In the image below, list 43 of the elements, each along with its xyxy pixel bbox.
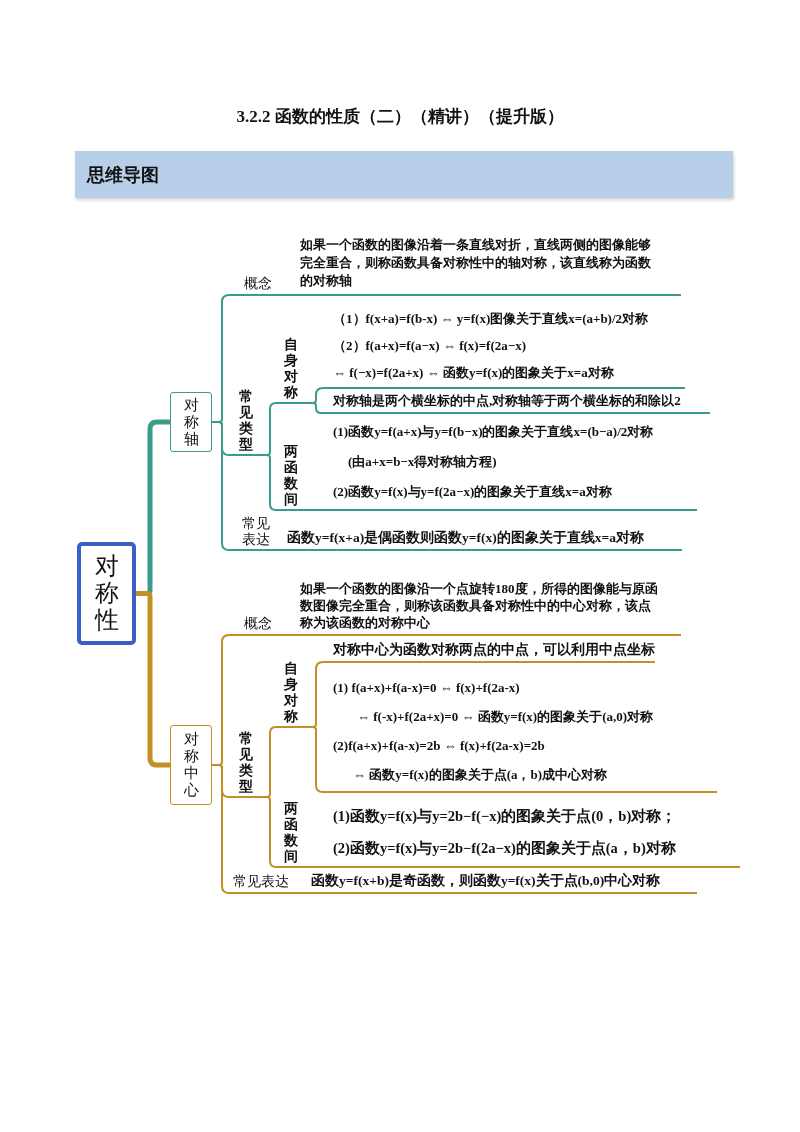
- branch-line: [305, 866, 319, 868]
- branch-label: 常见类型: [230, 388, 262, 456]
- formula-line: (2)函数y=f(x)与y=2b−f(2a−x)的图象关于点(a，b)对称: [333, 839, 676, 858]
- section-banner: 思维导图: [75, 151, 733, 198]
- branch-line: [305, 402, 326, 414]
- formula-line: (由a+x=b−x得对称轴方程): [348, 453, 497, 471]
- branch-line: [285, 634, 297, 636]
- note-text: 对称中心为函数对称两点的中点，可以利用中点坐标: [325, 641, 655, 663]
- branch-label: 概念: [230, 274, 286, 296]
- formula-line: ⇔ 函数y=f(x)的图象关于点(a，b)成中心对称: [353, 766, 608, 784]
- page-title: 3.2.2 函数的性质（二）（精讲）（提升版）: [236, 106, 564, 128]
- formula-line: (2)f(a+x)+f(a-x)=2b ⇔ f(x)+f(2a-x)=2b: [333, 737, 545, 755]
- branch-label: 两函数间: [276, 443, 306, 511]
- root-box: 对称性: [77, 542, 136, 645]
- branch-label: 自身对称: [276, 660, 306, 728]
- formula-line: ⇔ f(-x)+f(2a+x)=0 ⇔ 函数y=f(x)的图象关于(a,0)对称: [357, 708, 654, 726]
- branch-label: 概念: [230, 614, 286, 636]
- branch-line: [281, 549, 286, 551]
- formula-text: 函数y=f(x+a)是偶函数则函数y=f(x)的图象关于直线x=a对称: [285, 529, 682, 551]
- branch-line: [261, 796, 277, 868]
- branch-label: 自身对称: [276, 336, 306, 404]
- branch-line: [261, 454, 277, 511]
- formula-line: (1)函数y=f(x)与y=2b−f(−x)的图象关于点(0，b)对称；: [333, 807, 677, 826]
- definition-text: 如果一个函数的图像沿着一条直线对折，直线两侧的图像能够完全重合，则称函数具备对称性中的轴对称，该直线称为函数的对称轴: [296, 236, 681, 296]
- formula-line: (2)函数y=f(x)与y=f(2a−x)的图象关于直线x=a对称: [333, 483, 612, 501]
- branch-line: [136, 591, 170, 768]
- note-text: 对称轴是两个横坐标的中点,对称轴等于两个横坐标的和除以2: [325, 392, 710, 414]
- formula-line: (1)函数y=f(a+x)与y=f(b−x)的图象关于直线x=(b−a)/2对称: [333, 423, 654, 441]
- formula-line: (1) f(a+x)+f(a-x)=0 ⇔ f(x)+f(2a-x): [333, 679, 520, 697]
- branch-label: 两函数间: [276, 800, 306, 868]
- branch-label: 常见表达: [230, 872, 292, 894]
- branch-box: 对称轴: [170, 392, 212, 452]
- formula-line: （1）f(x+a)=f(b-x) ⇔ y=f(x)图像关于直线x=(a+b)/2对称: [333, 310, 649, 328]
- formula-text: 函数y=f(x+b)是奇函数，则函数y=f(x)关于点(b,0)中心对称: [305, 872, 697, 894]
- definition-text: 如果一个函数的图像沿一个点旋转180度，所得的图像能与原函数图像完全重合，则称该函数具备对称性中的中心对称，该点称为该函数的对称中心: [296, 580, 681, 636]
- branch-label: 常见类型: [230, 730, 262, 798]
- formula-line: ⇔ f(−x)=f(2a+x) ⇔ 函数y=f(x)的图象关于x=a对称: [333, 364, 614, 382]
- branch-line: [285, 294, 297, 296]
- branch-label: 常见表达: [230, 515, 282, 551]
- branch-line: [305, 509, 326, 511]
- formula-line: （2）f(a+x)=f(a−x) ⇔ f(x)=f(2a−x): [333, 337, 526, 355]
- branch-line: [291, 892, 306, 894]
- branch-box: 对称中心: [170, 725, 212, 805]
